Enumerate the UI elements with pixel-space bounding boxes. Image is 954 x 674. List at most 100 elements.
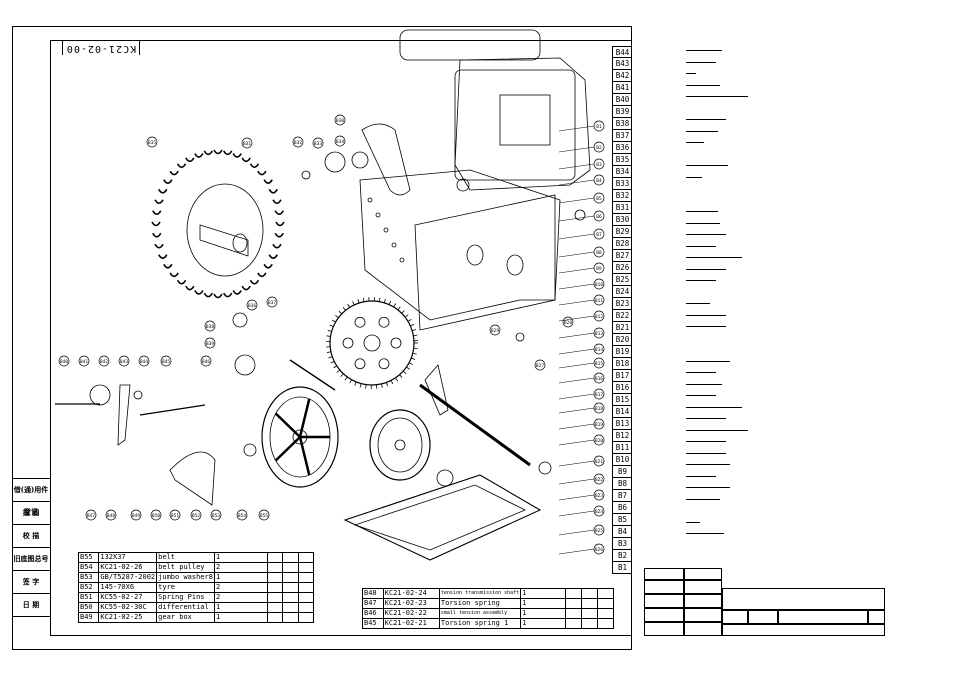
balloon-label: B2 <box>596 145 602 151</box>
tire-tread-lug <box>249 279 260 285</box>
item-id-b29: B29 <box>612 226 632 238</box>
balloon-label: B36 <box>248 303 256 309</box>
item-id-b14: B14 <box>612 406 632 418</box>
balloon-label: B31 <box>243 141 251 147</box>
rod <box>139 404 206 416</box>
item-id-b19: B19 <box>612 346 632 358</box>
item-id-b26: B26 <box>612 262 632 274</box>
item-id-b34: B34 <box>612 166 632 178</box>
balloon-label: B49 <box>132 513 140 519</box>
item-id-b30: B30 <box>612 214 632 226</box>
leader-line <box>558 548 595 555</box>
balloon-label: B30 <box>336 118 344 124</box>
balloon-label: B11 <box>595 298 603 304</box>
balloon-label: B38 <box>206 324 214 330</box>
item-id-b37: B37 <box>612 130 632 142</box>
item-id-b36: B36 <box>612 142 632 154</box>
leader-line <box>558 510 595 517</box>
sprocket-tooth <box>383 298 386 303</box>
small-part <box>538 461 552 475</box>
balloon-b36 <box>246 299 258 311</box>
pulley-hub <box>292 429 308 445</box>
balloon-label: B6 <box>596 214 602 220</box>
tire-tread-lug <box>274 232 284 238</box>
sprocket-tooth <box>326 351 332 353</box>
tire-tread-lug <box>268 188 278 194</box>
tire-tread-lug <box>203 150 213 156</box>
small-part <box>133 390 143 400</box>
item-id-b15: B15 <box>612 394 632 406</box>
balloon-b50 <box>150 509 162 521</box>
sprocket-tooth <box>331 319 336 323</box>
balloon-label: B18 <box>595 406 603 412</box>
tire-tread-lug <box>158 188 168 194</box>
tire-tread-lug <box>272 243 282 249</box>
balloon-b43 <box>118 355 130 367</box>
balloon-label: B3 <box>596 162 602 168</box>
tire-tread-lug <box>176 279 187 285</box>
tire-tread-lug <box>263 263 273 269</box>
sprocket-tooth <box>402 370 407 375</box>
sprocket-hole <box>390 337 402 349</box>
sprocket-tooth <box>399 374 403 378</box>
balloon-b41 <box>78 355 90 367</box>
balloon-label: B21 <box>595 459 603 465</box>
chassis-plate <box>359 169 561 321</box>
sprocket-tooth <box>349 379 352 384</box>
tire-tread-lug <box>213 149 223 155</box>
item-id-b21: B21 <box>612 322 632 334</box>
leader-line <box>558 529 595 536</box>
tire-tread-lug <box>194 153 204 158</box>
tire-tread-lug <box>152 210 162 216</box>
item-id-b35: B35 <box>612 154 632 166</box>
balloon-b52 <box>190 509 202 521</box>
tire-tread-lug <box>213 293 223 299</box>
leader-line <box>558 423 595 430</box>
item-id-b23: B23 <box>612 298 632 310</box>
balloon-b53 <box>210 509 222 521</box>
balloon-label: B19 <box>595 422 603 428</box>
tire-tread-lug <box>274 210 284 216</box>
sprocket-tooth <box>338 310 343 315</box>
small-part <box>515 332 525 342</box>
balloon-label: B4 <box>596 178 602 184</box>
balloon-b45 <box>160 355 172 367</box>
sprocket-tooth <box>412 329 417 332</box>
tire-tread-lug <box>152 232 162 238</box>
item-id-b22: B22 <box>612 310 632 322</box>
revision-side-strip: 借(通)用件登记描 图校 描旧底图总号签 字日 期 <box>12 478 51 617</box>
balloon-label: B7 <box>596 232 602 238</box>
tire-tread-lug <box>241 285 251 291</box>
small-part <box>232 312 248 328</box>
pulley-spoke <box>274 412 301 438</box>
sprocket-tooth <box>408 362 413 365</box>
side-label: 描 图 <box>12 502 50 525</box>
sprocket-tooth <box>352 301 355 306</box>
balloon-label: B15 <box>595 361 603 367</box>
sprocket-tooth <box>328 356 333 359</box>
balloon-label: B8 <box>596 250 602 256</box>
leader-line <box>558 393 595 400</box>
plate-hole <box>367 197 373 203</box>
tire-tread-lug <box>257 170 267 176</box>
balloon-b27 <box>534 359 546 371</box>
drive-shaft <box>419 383 531 467</box>
small-part <box>243 443 257 457</box>
item-id-b8: B8 <box>612 478 632 490</box>
leader-line <box>558 283 595 290</box>
leader-line <box>558 299 595 306</box>
plate-hole <box>383 227 389 233</box>
balloon-label: B47 <box>87 513 95 519</box>
item-id-b1: B1 <box>612 562 632 574</box>
tire-tread-lug <box>272 199 282 205</box>
leader-line <box>558 407 595 414</box>
tire-tread-lug <box>185 157 195 163</box>
sprocket-hole <box>354 316 366 328</box>
sprocket-hole <box>378 358 390 370</box>
balloon-label: B26 <box>595 547 603 553</box>
balloon-label: B27 <box>536 363 544 369</box>
balloon-label: B14 <box>595 347 603 353</box>
item-id-b3: B3 <box>612 538 632 550</box>
balloon-label: B37 <box>268 300 276 306</box>
leader-line <box>558 332 595 339</box>
